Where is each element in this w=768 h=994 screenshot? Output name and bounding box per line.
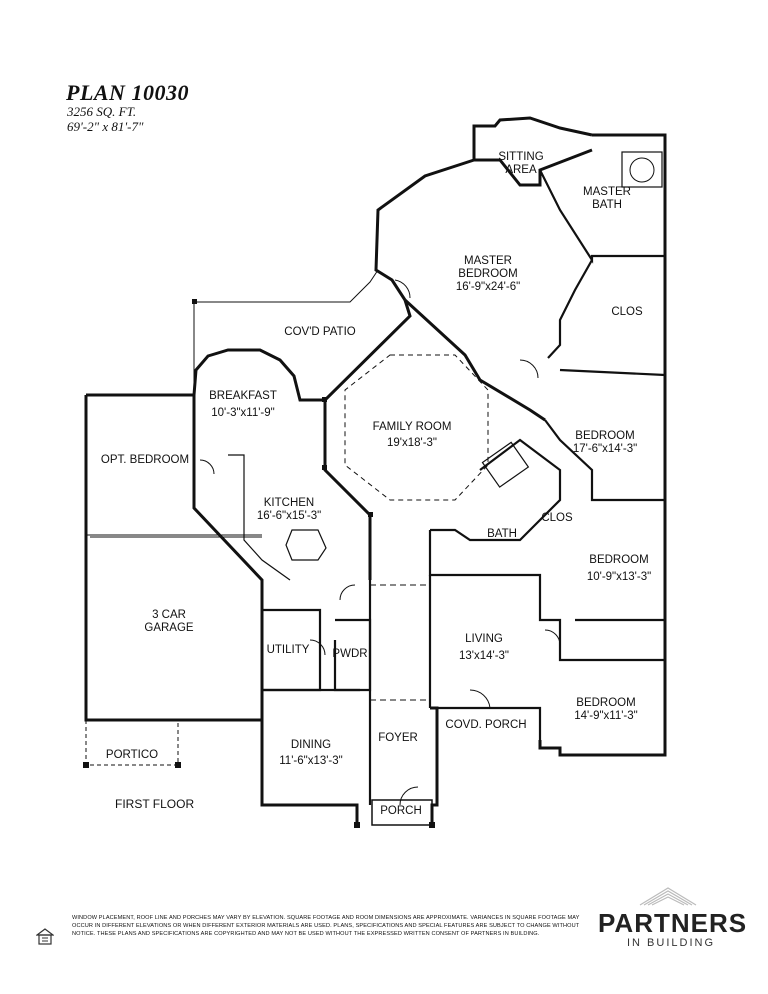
room-bedroom-4: BEDROOM 14'-9"x11'-3": [574, 697, 638, 723]
room-master-bath: MASTER BATH: [583, 186, 631, 211]
room-opt-bedroom: OPT. BEDROOM: [100, 454, 190, 466]
room-name: DINING: [290, 739, 332, 751]
brand-tagline: IN BUILDING: [626, 937, 715, 949]
posts: [83, 299, 435, 828]
room-dimension: 17'-6"x14'-3": [572, 443, 638, 455]
interior-walls: [262, 169, 666, 805]
room-closet-2: CLOS: [541, 512, 573, 524]
room-dimension: 16'-6"x15'-3": [256, 510, 322, 522]
square-footage: 3256 SQ. FT.: [67, 104, 137, 119]
plan-title: PLAN 10030: [66, 80, 189, 105]
room-dimension: 10'-3"x11'-9": [211, 407, 275, 419]
room-powder: PWDR: [332, 648, 368, 660]
brand-logo: PARTNERS IN BUILDING: [598, 908, 748, 949]
room-covd-porch: COVD. PORCH: [445, 719, 527, 731]
room-name: BEDROOM: [575, 430, 635, 442]
room-bedroom-2: BEDROOM 17'-6"x14'-3": [573, 430, 637, 456]
room-dining: DINING 11'-6"x13'-3": [279, 739, 343, 768]
room-dimension: 19'x18'-3": [386, 437, 438, 449]
floor-label: FIRST FLOOR: [115, 797, 195, 811]
room-name: FAMILY ROOM: [372, 421, 452, 433]
room-name: MASTER BEDROOM: [458, 255, 518, 280]
family-room-ceiling-outline: [344, 354, 489, 501]
room-name: LIVING: [465, 633, 503, 645]
kitchen-island: [285, 529, 327, 561]
room-dimension: 14'-9"x11'-3": [574, 710, 638, 722]
portico-outline: [85, 720, 179, 766]
room-dimension: 16'-9"x24'-6": [455, 281, 521, 293]
room-living: LIVING 13'x14'-3": [459, 633, 509, 663]
master-tub: [621, 151, 663, 188]
room-sitting-area: SITTING AREA: [498, 151, 544, 176]
room-utility: UTILITY: [266, 644, 310, 656]
room-name: BEDROOM: [589, 554, 649, 566]
equal-housing-icon: [35, 928, 55, 950]
room-foyer: FOYER: [378, 732, 418, 744]
room-porch: PORCH: [380, 805, 422, 817]
room-name: BREAKFAST: [209, 390, 277, 402]
room-bedroom-3: BEDROOM 10'-9"x13'-3": [587, 554, 651, 584]
brand-name: PARTNERS: [598, 908, 748, 938]
room-master-bedroom: MASTER BEDROOM 16'-9"x24'-6": [453, 255, 523, 294]
room-dimension: 13'x14'-3": [458, 650, 510, 662]
room-dimension: 10'-9"x13'-3": [586, 571, 652, 583]
porch-box: [371, 799, 433, 826]
disclaimer-text: WINDOW PLACEMENT, ROOF LINE AND PORCHES …: [72, 915, 580, 937]
bath-tub: [481, 441, 530, 488]
room-family: FAMILY ROOM 19'x18'-3": [373, 421, 452, 450]
room-kitchen: KITCHEN 16'-6"x15'-3": [257, 497, 321, 523]
roof-lines-icon: [639, 887, 697, 906]
room-covd-patio: COV'D PATIO: [284, 326, 356, 338]
room-name: KITCHEN: [263, 497, 315, 509]
room-dimension: 11'-6"x13'-3": [279, 755, 343, 767]
room-name: BEDROOM: [576, 697, 636, 709]
room-master-closet: CLOS: [611, 306, 643, 318]
room-garage: 3 CAR GARAGE: [144, 609, 194, 634]
room-breakfast: BREAKFAST 10'-3"x11'-9": [209, 390, 277, 420]
room-portico: PORTICO: [105, 749, 159, 761]
plan-dimensions: 69'-2" x 81'-7": [67, 119, 144, 134]
room-bath: BATH: [487, 528, 517, 540]
